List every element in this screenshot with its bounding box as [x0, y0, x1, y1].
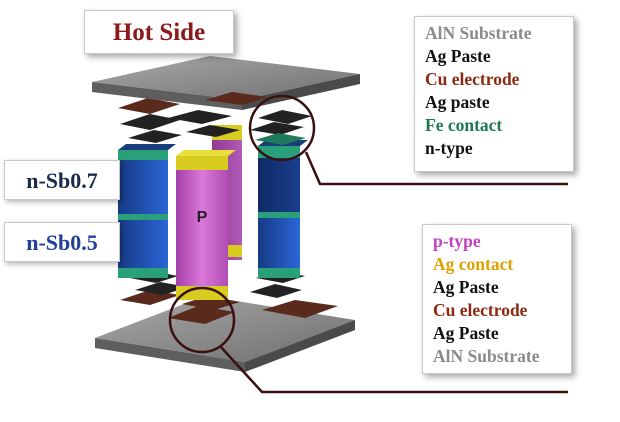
p-leg-front: [176, 150, 236, 300]
legend-bottom-item: Ag Paste: [433, 277, 499, 297]
legend-bottom-item: AlN Substrate: [433, 346, 540, 366]
legend-bottom-item: Cu electrode: [433, 300, 528, 320]
sample-label-sb05: n-Sb0.5: [4, 222, 120, 262]
legend-top-item: n-type: [425, 138, 473, 158]
callout-top: [248, 94, 568, 186]
top-paste-electrode-layers: [118, 98, 312, 145]
legend-top-item: Ag Paste: [425, 46, 491, 66]
sample-label-sb05-text: n-Sb0.5: [26, 230, 98, 255]
legend-bottom-item: p-type: [433, 231, 481, 251]
n-leg-left: [118, 144, 176, 278]
legend-top-item: Ag paste: [425, 92, 490, 112]
legend-top-item: Cu electrode: [425, 69, 520, 89]
p-leg-letter: P: [197, 209, 208, 226]
hot-side-text: Hot Side: [112, 19, 206, 46]
n-leg-right: [258, 140, 308, 278]
sample-label-sb07: n-Sb0.7: [4, 160, 120, 200]
legend-top: AlN Substrate Ag Paste Cu electrode Ag p…: [414, 16, 574, 172]
top-substrate: [92, 56, 360, 110]
sample-label-sb07-text: n-Sb0.7: [26, 168, 98, 193]
callout-bottom: [168, 286, 568, 394]
legend-top-item: AlN Substrate: [425, 23, 532, 43]
legend-bottom-item: Ag Paste: [433, 323, 499, 343]
legend-bottom-item: Ag contact: [433, 254, 514, 274]
legend-bottom: p-type Ag contact Ag Paste Cu electrode …: [422, 224, 572, 374]
legend-top-item: Fe contact: [425, 115, 503, 135]
hot-side-label: Hot Side: [84, 10, 234, 54]
